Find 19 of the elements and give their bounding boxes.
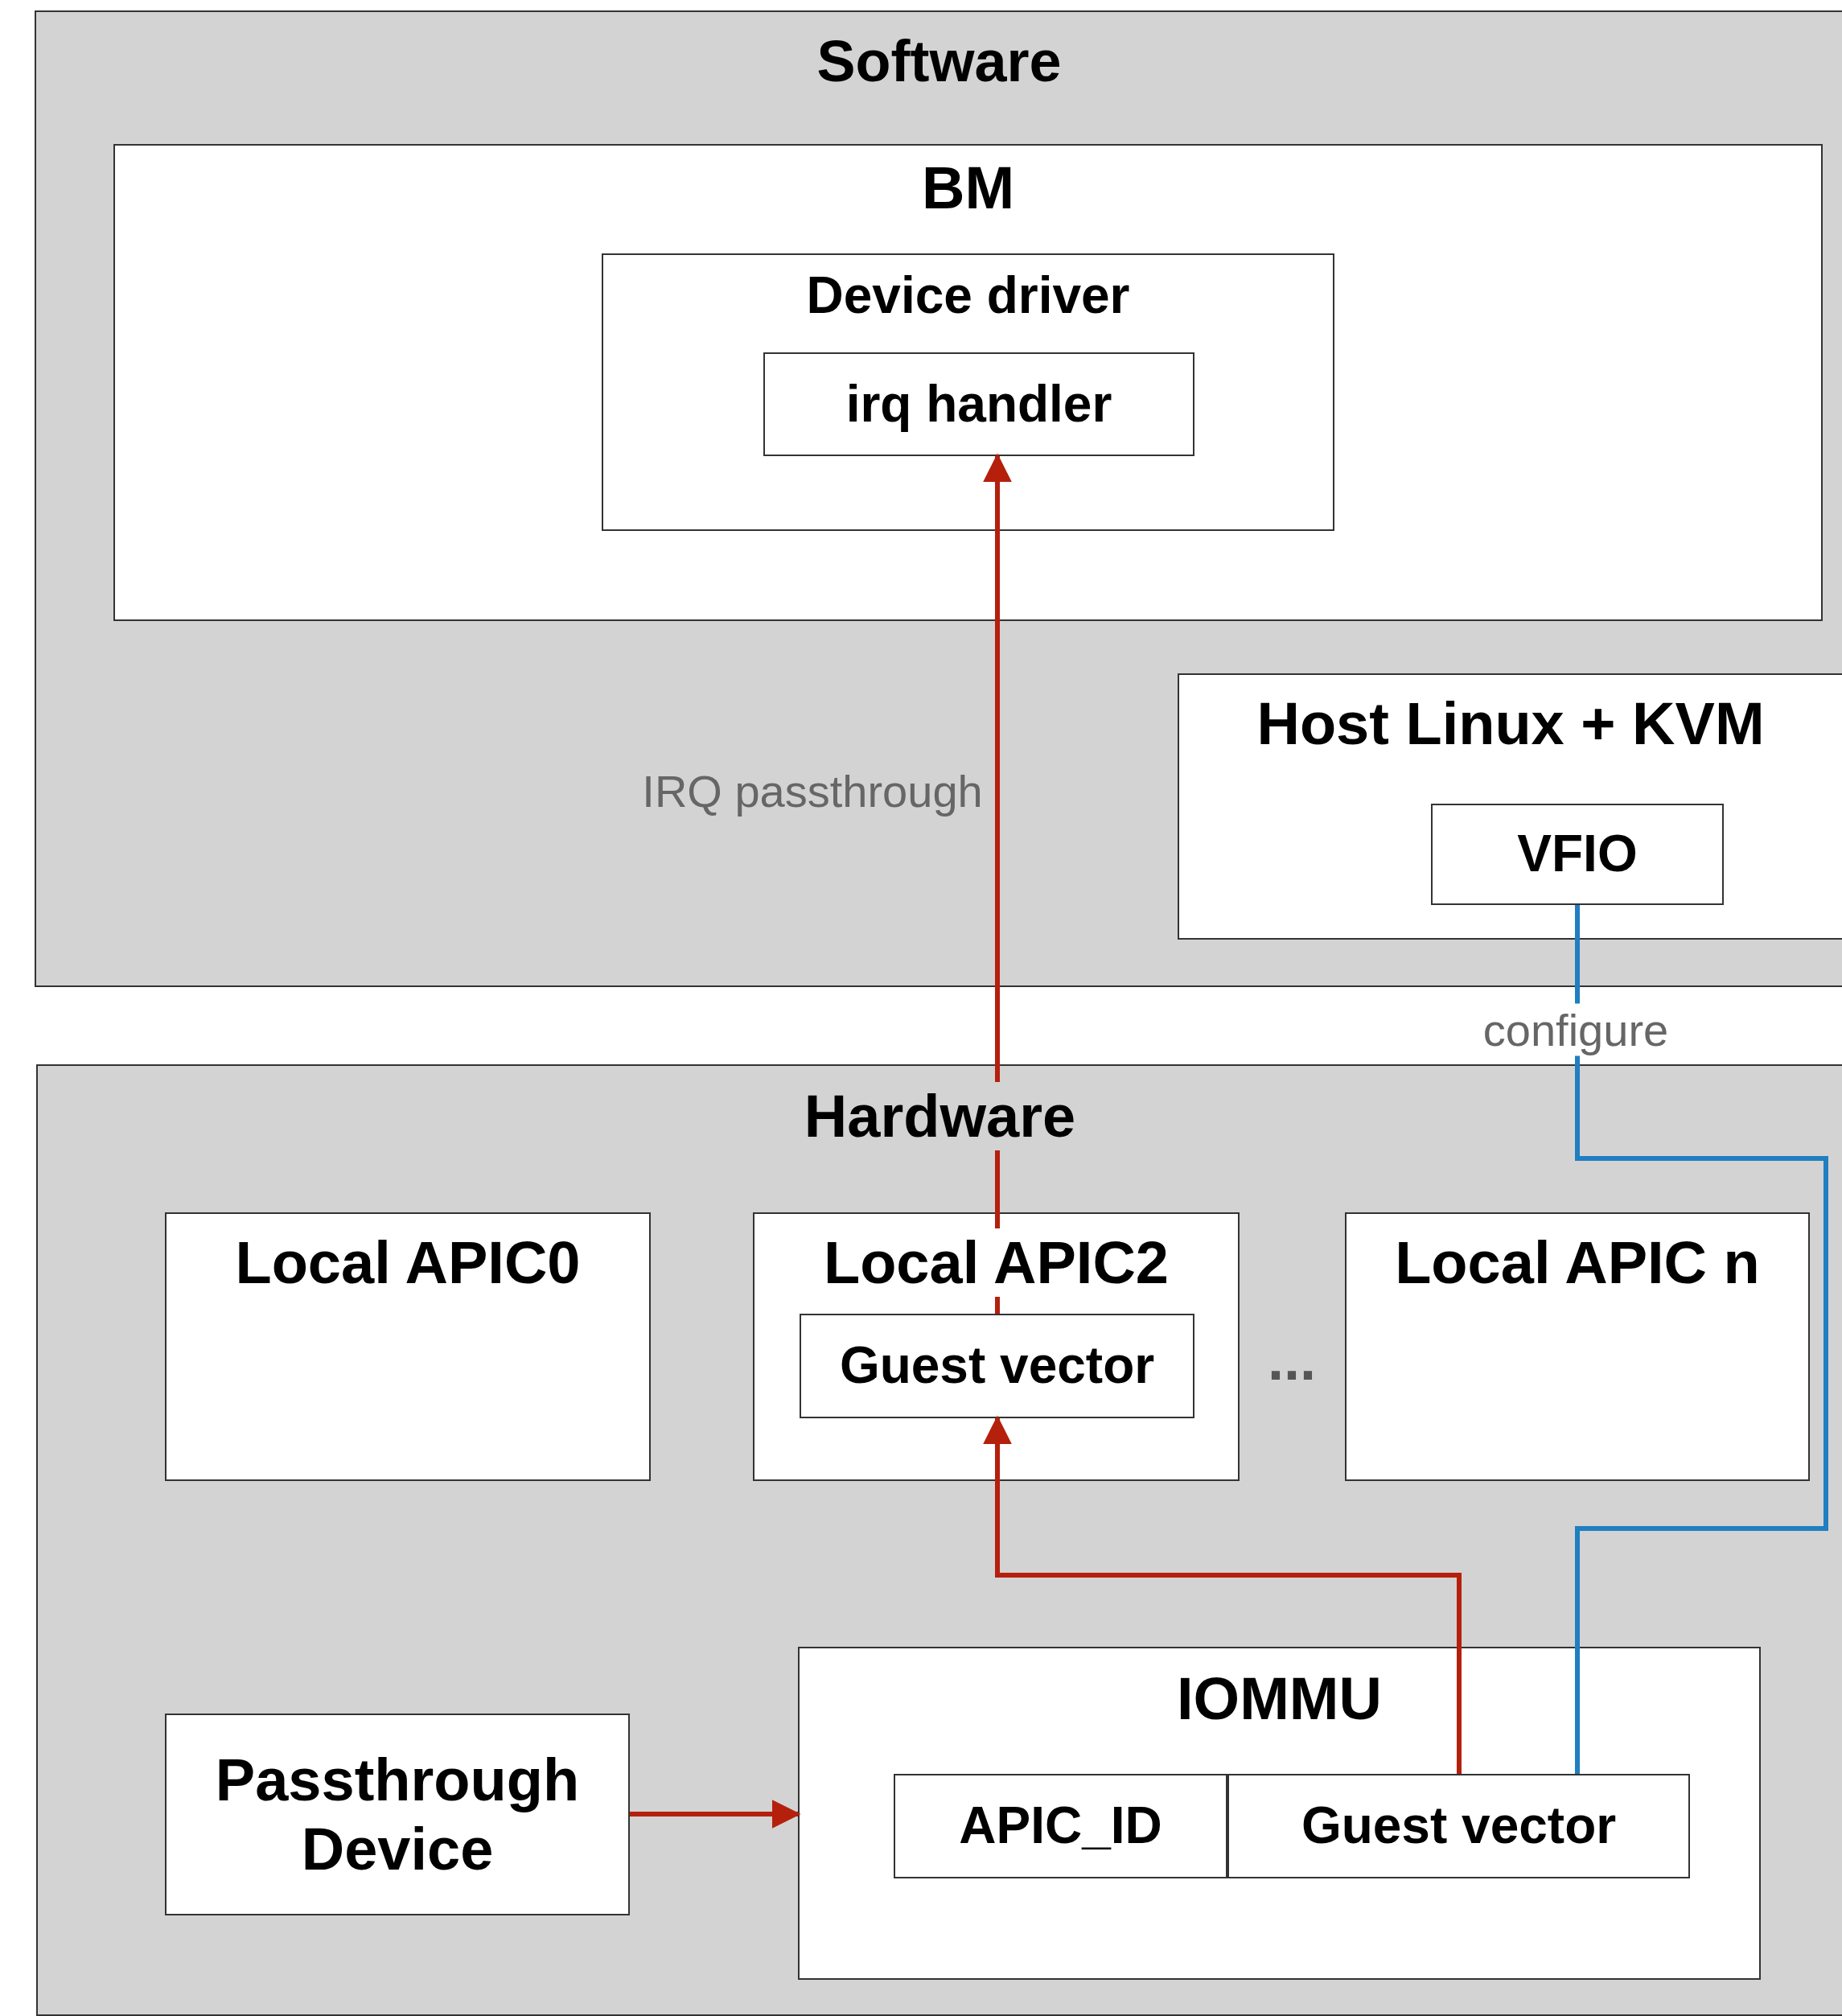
device-box [165, 1714, 630, 1915]
table-cell-box [894, 1774, 1227, 1878]
component-box [165, 1212, 651, 1481]
component-box [1431, 804, 1724, 905]
component-box [1345, 1212, 1810, 1481]
arrow [983, 1415, 1462, 1774]
component-box [763, 352, 1194, 456]
register-box [800, 1314, 1194, 1418]
table-cell-box [1227, 1774, 1690, 1878]
container-box [798, 1647, 1761, 1980]
ellipsis-label: ... [1267, 1327, 1317, 1393]
panel [35, 10, 1842, 987]
panel [36, 1064, 1842, 2016]
container-box [602, 253, 1334, 531]
arrow [630, 1800, 801, 1829]
connector-line [1575, 905, 1828, 1774]
component-box [753, 1212, 1240, 1481]
container-box [113, 144, 1823, 621]
container-box [1178, 673, 1842, 940]
